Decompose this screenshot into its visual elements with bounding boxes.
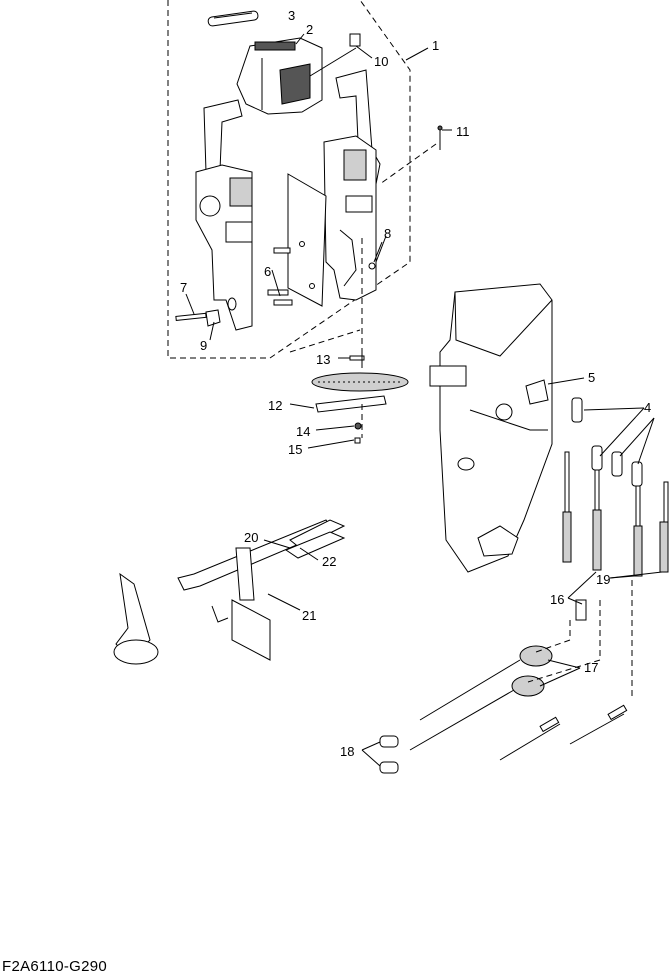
part-3-clip <box>207 10 259 27</box>
part-4-cable-ends <box>571 397 643 487</box>
callout-17: 17 <box>584 660 598 675</box>
callout-8: 8 <box>384 226 391 241</box>
part-19-rods <box>633 481 669 577</box>
leader-lines <box>185 33 663 767</box>
callout-2: 2 <box>306 22 313 37</box>
left-control-lever <box>195 99 253 331</box>
part-15-piece <box>354 437 361 444</box>
control-cables <box>409 580 633 761</box>
callout-12: 12 <box>268 398 282 413</box>
callout-18: 18 <box>340 744 354 759</box>
callout-10: 10 <box>374 54 388 69</box>
callout-1: 1 <box>432 38 439 53</box>
part-11-screw <box>437 125 443 150</box>
callout-14: 14 <box>296 424 310 439</box>
part-7-pin <box>175 312 207 322</box>
assembly-boundary-dashed <box>167 0 411 359</box>
callout-13: 13 <box>316 352 330 367</box>
part-18-fittings <box>379 735 399 774</box>
callout-11: 11 <box>456 124 470 139</box>
part-16-rods <box>562 451 602 621</box>
callout-19: 19 <box>596 572 610 587</box>
callout-4: 4 <box>644 400 651 415</box>
gasket-plate <box>311 372 409 392</box>
remote-control-box <box>429 283 553 573</box>
callout-21: 21 <box>302 608 316 623</box>
center-plate <box>287 173 327 307</box>
part-10-block <box>309 33 361 77</box>
callout-20: 20 <box>244 530 258 545</box>
part-9-washer <box>205 309 221 327</box>
callout-3: 3 <box>288 8 295 23</box>
callout-6: 6 <box>264 264 271 279</box>
callout-5: 5 <box>588 370 595 385</box>
part-12-plate <box>315 395 387 413</box>
callout-9: 9 <box>200 338 207 353</box>
part-8-bolt <box>368 241 383 270</box>
callout-16: 16 <box>550 592 564 607</box>
part-17-grommets <box>511 645 553 697</box>
callout-22: 22 <box>322 554 336 569</box>
part-14-nut <box>354 422 362 430</box>
neutral-switch-assembly <box>113 519 346 665</box>
callout-7: 7 <box>180 280 187 295</box>
right-control-lever <box>323 69 381 301</box>
diagram-code: F2A6110-G290 <box>2 958 108 975</box>
callout-15: 15 <box>288 442 302 457</box>
part-2-cover <box>236 37 323 115</box>
